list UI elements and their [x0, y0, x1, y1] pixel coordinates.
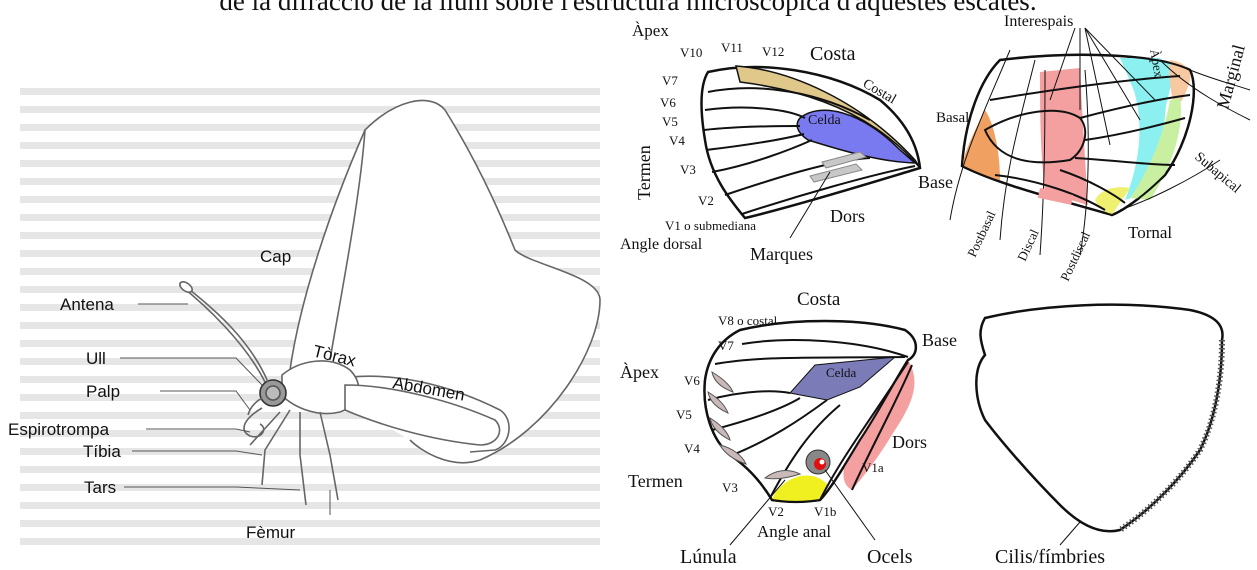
hw-label-dors: Dors	[892, 432, 927, 452]
hw-label-base: Base	[922, 330, 957, 350]
hw-label-v3: V3	[722, 480, 738, 495]
fw-label-dors: Dors	[830, 206, 865, 226]
butterfly-antenna	[180, 285, 268, 382]
hw-label-v6: V6	[684, 373, 700, 388]
hw-label-v8: V8 o costal	[718, 313, 778, 328]
fw-label-v4: V4	[669, 133, 685, 148]
fw-label-celda: Celda	[808, 113, 841, 128]
zone-label-postbasal: Postbasal	[964, 208, 999, 259]
fw-label-apex: Àpex	[632, 21, 669, 40]
fw-label-v5: V5	[662, 114, 678, 129]
zone-label-interespais: Interespais	[1004, 13, 1073, 30]
zone-label-tornal: Tornal	[1128, 223, 1172, 242]
zone-label-marginal: Marginal	[1213, 42, 1249, 111]
hw-label-v4: V4	[684, 441, 700, 456]
hw-label-v5: V5	[676, 407, 692, 422]
label-tars: Tars	[84, 478, 116, 497]
fw-label-v10: V10	[680, 45, 702, 60]
fw-label-base: Base	[918, 172, 953, 192]
zone-label-postdiscal: Postdiscal	[1057, 229, 1093, 283]
fw-label-v2: V2	[698, 193, 714, 208]
fw-label-v11: V11	[721, 40, 743, 55]
hw-label-angle-anal: Angle anal	[757, 522, 831, 541]
hw-label-lunula: Lúnula	[680, 546, 737, 568]
label-femur: Fèmur	[246, 523, 295, 542]
label-antena: Antena	[60, 295, 114, 314]
fw-label-termen: Termen	[634, 145, 654, 200]
hw-label-ocels: Ocels	[867, 546, 913, 568]
hw-label-apex: Àpex	[620, 361, 659, 382]
fw-label-v7: V7	[662, 73, 678, 88]
label-cap: Cap	[260, 247, 291, 266]
fw-label-costa: Costa	[810, 43, 856, 65]
hindwing-diagram	[704, 321, 915, 545]
label-palp: Palp	[86, 382, 120, 401]
hw-label-costa: Costa	[797, 289, 841, 310]
hw-label-v1b: V1b	[814, 504, 836, 519]
fringe-label: Cilis/fímbries	[995, 546, 1105, 568]
hw-label-v2: V2	[768, 504, 784, 519]
fw-label-angle-dorsal: Angle dorsal	[620, 236, 703, 253]
header-text: de la difracció de la llum sobre l'estru…	[219, 0, 1036, 16]
fringe-wing-outline	[976, 305, 1222, 532]
fw-label-v6: V6	[660, 95, 676, 110]
label-tibia: Tíbia	[83, 442, 121, 461]
fw-label-v1: V1 o submediana	[665, 218, 756, 233]
label-espirotrompa: Espirotrompa	[8, 420, 110, 439]
zone-label-discal: Discal	[1014, 226, 1042, 263]
fringe-wing-diagram	[976, 305, 1222, 545]
hw-label-termen: Termen	[628, 471, 683, 491]
zone-label-basal: Basal	[936, 110, 969, 126]
fw-label-v3: V3	[680, 162, 696, 177]
fw-label-marques: Marques	[750, 244, 813, 264]
hw-label-v7: V7	[718, 338, 734, 353]
label-ull: Ull	[86, 349, 106, 368]
hw-label-v1a: V1a	[862, 460, 884, 475]
hw-label-celda: Celda	[826, 365, 857, 380]
fw-label-v12: V12	[762, 44, 784, 59]
